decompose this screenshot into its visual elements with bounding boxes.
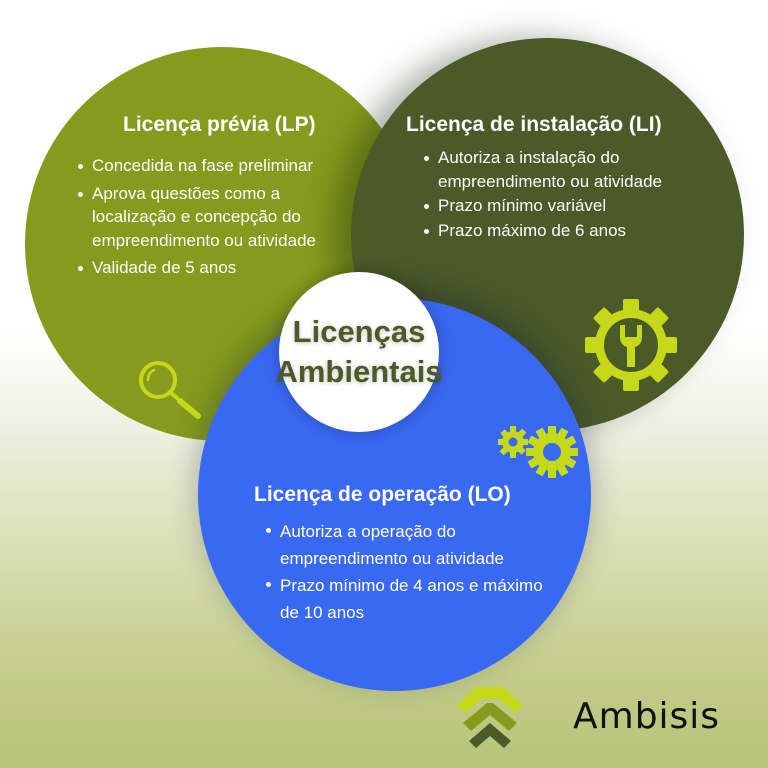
li-item: Autoriza a instalação do empreendimento … — [421, 146, 726, 193]
gear-wrench-icon — [585, 299, 677, 391]
ambisis-logo: Ambisis — [455, 683, 720, 749]
lo-block: Licença de operação (LO) Autoriza a oper… — [254, 482, 564, 626]
brand-name: Ambisis — [573, 695, 721, 737]
center-circle: Licenças Ambientais — [275, 272, 443, 432]
lp-item: Concedida na fase preliminar — [75, 154, 350, 178]
li-list: Autoriza a instalação do empreendimento … — [421, 146, 726, 242]
lp-block: Licença prévia (LP) Concedida na fase pr… — [75, 112, 350, 284]
li-block: Licença de instalação (LI) Autoriza a in… — [406, 112, 726, 243]
center-title-line2: Ambientais — [275, 354, 443, 389]
li-item: Prazo máximo de 6 anos — [421, 219, 726, 243]
lp-list: Concedida na fase preliminar Aprova ques… — [75, 154, 350, 280]
lo-item: Autoriza a operação do empreendimento ou… — [263, 518, 564, 572]
center-title-line1: Licenças — [292, 314, 426, 349]
lp-item: Validade de 5 anos — [75, 256, 350, 280]
li-title: Licença de instalação (LI) — [406, 113, 662, 136]
lp-title: Licença prévia (LP) — [123, 113, 316, 136]
magnifying-glass-icon — [139, 361, 201, 419]
gears-icon — [498, 426, 578, 478]
ambisis-chevrons-icon — [457, 687, 523, 748]
center-title: Licenças Ambientais — [275, 312, 442, 392]
lo-title: Licença de operação (LO) — [254, 483, 511, 506]
lo-item: Prazo mínimo de 4 anos e máximo de 10 an… — [263, 572, 564, 626]
li-item: Prazo mínimo variável — [421, 194, 726, 218]
lp-item: Aprova questões como a localização e con… — [75, 182, 350, 253]
lo-list: Autoriza a operação do empreendimento ou… — [263, 518, 564, 626]
